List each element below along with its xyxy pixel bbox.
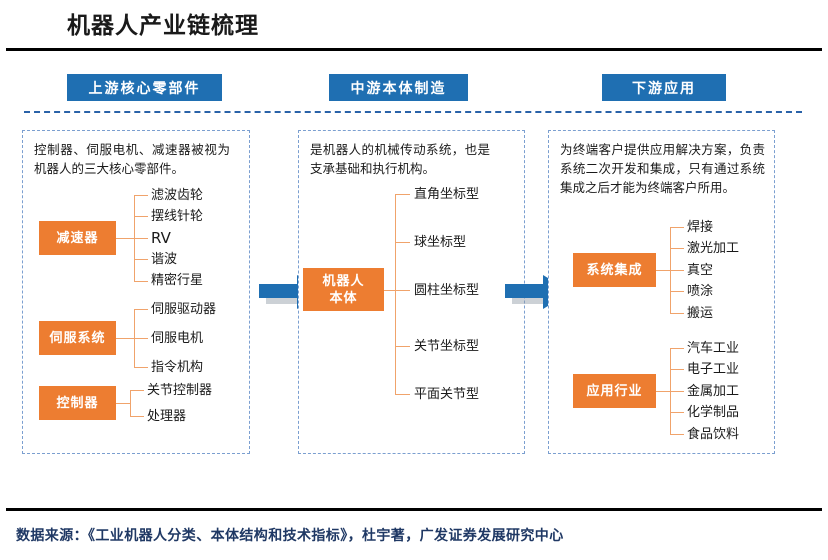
- tree-twig: [670, 348, 684, 349]
- leaf-label: 关节坐标型: [414, 339, 480, 354]
- tree-twig: [670, 291, 684, 292]
- panel-downstream: [548, 130, 775, 454]
- tree-stem-application-industry: [656, 391, 670, 392]
- tree-twig: [134, 367, 148, 368]
- stage-banner-downstream[interactable]: 下游应用: [602, 74, 726, 101]
- page-title: 机器人产业链梳理: [67, 13, 259, 39]
- stage-banner-upstream[interactable]: 上游核心零部件: [67, 74, 222, 101]
- stage-banner-midstream[interactable]: 中游本体制造: [329, 74, 468, 101]
- tree-twig: [130, 416, 144, 417]
- tree-bracket-robot-body: [395, 194, 396, 394]
- tree-twig: [670, 434, 684, 435]
- chip-reducer[interactable]: 减速器: [39, 221, 116, 255]
- tree-twig: [134, 195, 148, 196]
- panel-downstream-description: 为终端客户提供应用解决方案，负责系统二次开发和集成，只有通过系统集成之后才能为终…: [560, 142, 765, 195]
- leaf-label: RV: [151, 229, 171, 247]
- tree-twig: [670, 248, 684, 249]
- banner-dashed-separator: [24, 111, 802, 113]
- leaf-label: 食品饮料: [687, 427, 740, 442]
- source-note: 数据来源：《工业机器人分类、本体结构和技术指标》，杜宇著，广发证券发展研究中心: [16, 528, 564, 544]
- tree-bracket-controller: [130, 390, 131, 416]
- leaf-label: 球坐标型: [414, 235, 467, 250]
- header-divider-rule: [6, 48, 822, 51]
- tree-twig: [134, 309, 148, 310]
- chip-robot-body[interactable]: 机器人 本体: [303, 268, 384, 311]
- chip-controller[interactable]: 控制器: [39, 386, 116, 420]
- tree-twig: [134, 238, 148, 239]
- panel-upstream-description: 控制器、伺服电机、减速器被视为机器人的三大核心零部件。: [34, 142, 230, 176]
- leaf-label: 谐波: [151, 252, 178, 267]
- tree-twig: [670, 270, 684, 271]
- tree-twig: [395, 290, 410, 291]
- tree-twig: [134, 216, 148, 217]
- leaf-label: 激光加工: [687, 241, 740, 256]
- leaf-label: 精密行星: [151, 273, 204, 288]
- leaf-label: 伺服驱动器: [151, 302, 217, 317]
- leaf-label: 圆柱坐标型: [414, 283, 480, 298]
- leaf-label: 汽车工业: [687, 341, 740, 356]
- tree-twig: [134, 259, 148, 260]
- chip-servo-system[interactable]: 伺服系统: [39, 321, 116, 355]
- tree-twig: [670, 391, 684, 392]
- leaf-label: 关节控制器: [147, 383, 213, 398]
- panel-midstream: [298, 130, 525, 454]
- tree-stem-controller: [116, 403, 130, 404]
- leaf-label: 电子工业: [687, 362, 740, 377]
- tree-twig: [395, 394, 410, 395]
- tree-stem-servo: [116, 338, 134, 339]
- leaf-label: 摆线针轮: [151, 209, 204, 224]
- tree-stem-robot-body: [384, 290, 395, 291]
- leaf-label: 搬运: [687, 306, 714, 321]
- tree-twig: [395, 346, 410, 347]
- leaf-label: 直角坐标型: [414, 187, 480, 202]
- chip-application-industry[interactable]: 应用行业: [573, 374, 656, 408]
- leaf-label: 处理器: [147, 409, 187, 424]
- tree-twig: [670, 313, 684, 314]
- leaf-label: 滤波齿轮: [151, 188, 204, 203]
- panel-midstream-description: 是机器人的机械传动系统，也是支承基础和执行机构。: [310, 142, 490, 176]
- tree-twig: [395, 242, 410, 243]
- leaf-label: 金属加工: [687, 384, 740, 399]
- tree-twig: [134, 281, 148, 282]
- tree-twig: [670, 369, 684, 370]
- leaf-label: 指令机构: [151, 360, 204, 375]
- leaf-label: 化学制品: [687, 405, 740, 420]
- leaf-label: 焊接: [687, 220, 714, 235]
- chip-system-integration[interactable]: 系统集成: [573, 253, 656, 287]
- tree-twig: [395, 194, 410, 195]
- tree-twig: [130, 390, 144, 391]
- tree-stem-reducer: [116, 238, 134, 239]
- leaf-label: 平面关节型: [414, 387, 480, 402]
- tree-stem-system-integration: [656, 270, 670, 271]
- tree-twig: [134, 338, 148, 339]
- leaf-label: 喷涂: [687, 284, 714, 299]
- footer-divider-rule: [6, 508, 822, 511]
- leaf-label: 伺服电机: [151, 331, 204, 346]
- tree-twig: [670, 412, 684, 413]
- leaf-label: 真空: [687, 263, 714, 278]
- tree-twig: [670, 227, 684, 228]
